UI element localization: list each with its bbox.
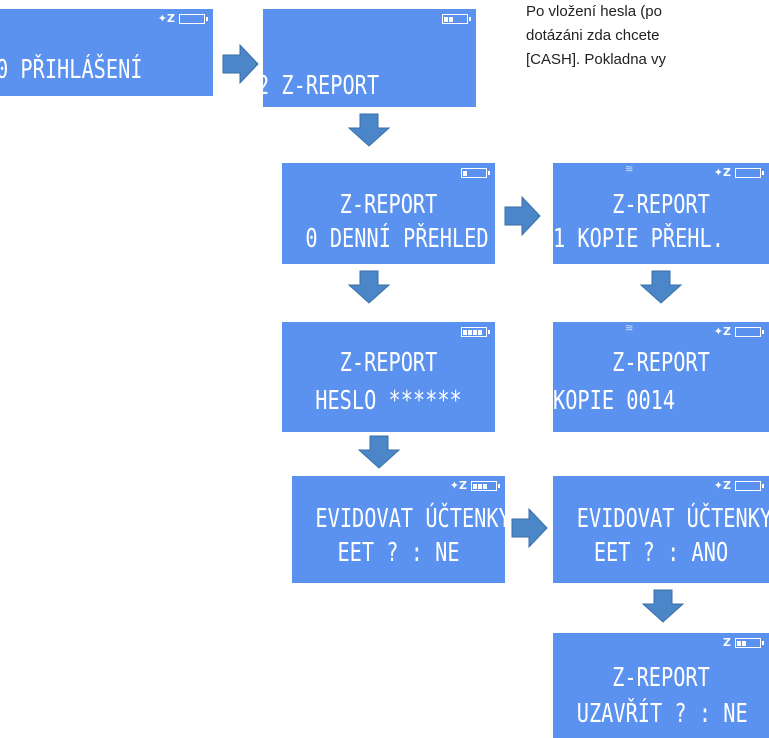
signal-z-icon: Z	[723, 636, 731, 649]
screen-line: EET ? : NE	[337, 538, 460, 568]
screen-line: HESLO ******	[315, 386, 462, 416]
screen-eet-ano: ✦Z EVIDOVAT ÚČTENKY EET ? : ANO	[553, 476, 769, 583]
screen-line: UZAVŘÍT ? : NE	[576, 699, 748, 729]
screen-denni-prehled: Z-REPORT 0 DENNÍ PŘEHLED	[282, 163, 495, 264]
arrow-down-icon	[357, 435, 401, 469]
screen-line: Z-REPORT	[339, 348, 438, 378]
battery-empty-icon	[735, 327, 764, 337]
screen-kopie-prehl: ≋ ✦Z Z-REPORT 1 KOPIE PŘEHL.	[553, 163, 769, 264]
status-bar	[442, 14, 471, 24]
arrow-down-icon	[639, 270, 683, 304]
screen-line: 0 PŘIHLÁŠENÍ	[0, 55, 143, 85]
status-bar: ✦Z	[157, 12, 208, 25]
screen-line: EVIDOVAT ÚČTENKY	[576, 504, 769, 534]
status-bar: ✦Z	[713, 479, 764, 492]
screen-line: Z-REPORT	[612, 348, 710, 378]
battery-empty-icon	[735, 481, 764, 491]
arrow-down-icon	[641, 589, 685, 623]
intro-text: Po vložení hesla (po dotázáni zda chcete…	[526, 0, 766, 72]
signal-z-icon: ✦Z	[713, 166, 731, 179]
signal-z-icon: ✦Z	[713, 479, 731, 492]
status-bar: ✦Z	[713, 325, 764, 338]
screen-line: 0 DENNÍ PŘEHLED	[305, 224, 489, 254]
screen-line: KOPIE 0014	[553, 386, 676, 416]
arrow-right-icon	[511, 507, 548, 549]
screen-eet-ne: ✦Z EVIDOVAT ÚČTENKY EET ? : NE	[292, 476, 505, 583]
battery-empty-icon	[735, 168, 764, 178]
screen-line: Z-REPORT	[339, 190, 438, 220]
arrow-down-icon	[347, 113, 391, 147]
status-bar	[461, 168, 490, 178]
screen-uzavrit: Z Z-REPORT UZAVŘÍT ? : NE	[553, 633, 769, 738]
wifi-icon: ≋	[625, 323, 634, 334]
status-bar: Z	[723, 636, 764, 649]
intro-line: [CASH]. Pokladna vy	[526, 51, 667, 68]
screen-line: 2 Z-REPORT	[263, 71, 380, 101]
battery-full-icon	[471, 481, 500, 491]
screen-line: Z-REPORT	[612, 190, 710, 220]
screen-prihlaseni: ✦Z 0 PŘIHLÁŠENÍ	[0, 9, 213, 96]
wifi-icon: ≋	[625, 164, 634, 175]
signal-z-icon: ✦Z	[449, 479, 467, 492]
screen-line: EET ? : ANO	[593, 538, 729, 568]
signal-z-icon: ✦Z	[157, 12, 175, 25]
screen-line: 1 KOPIE PŘEHL.	[553, 224, 724, 254]
status-bar	[461, 327, 490, 337]
arrow-right-icon	[504, 195, 541, 237]
arrow-right-icon	[222, 43, 259, 85]
intro-line: dotázáni zda chcete	[526, 27, 660, 44]
intro-line: Po vložení hesla (po	[526, 3, 662, 20]
signal-z-icon: ✦Z	[713, 325, 731, 338]
screen-z-report-menu: 2 Z-REPORT	[263, 9, 476, 107]
screen-line: EVIDOVAT ÚČTENKY	[315, 504, 505, 534]
arrow-down-icon	[347, 270, 391, 304]
battery-empty-icon	[179, 14, 208, 24]
status-bar: ✦Z	[449, 479, 500, 492]
battery-partial-icon	[735, 638, 764, 648]
screen-line: Z-REPORT	[612, 663, 710, 693]
status-bar: ✦Z	[713, 166, 764, 179]
battery-partial-icon	[442, 14, 471, 24]
battery-full-icon	[461, 327, 490, 337]
screen-kopie-number: ≋ ✦Z Z-REPORT KOPIE 0014	[553, 322, 769, 432]
screen-heslo: Z-REPORT HESLO ******	[282, 322, 495, 432]
battery-empty-icon	[461, 168, 490, 178]
